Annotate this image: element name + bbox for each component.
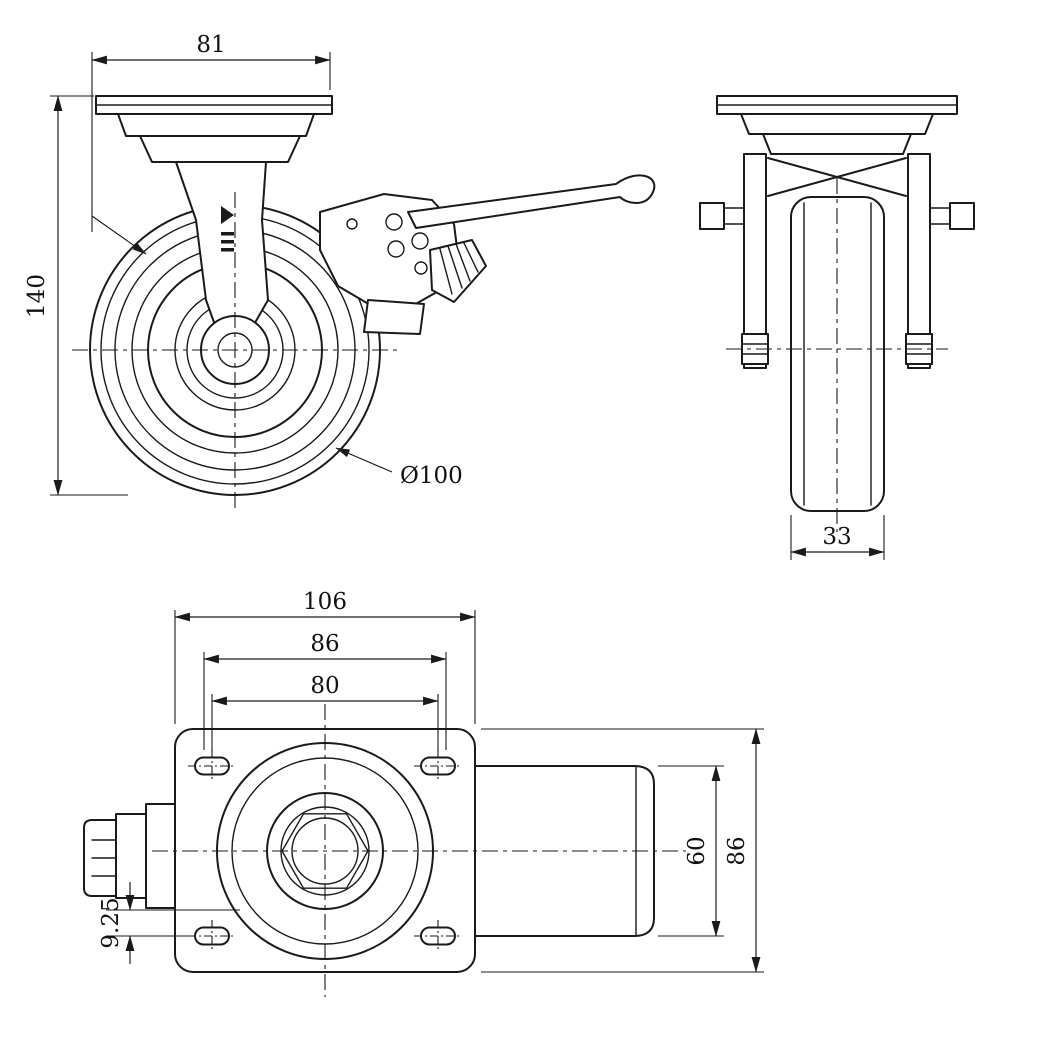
slot-centermarks [188,750,462,952]
brake-bolt-hole [411,232,429,250]
top-plate-side [716,95,958,115]
brake-bracket-plan [145,803,176,909]
dimension-wheel-width-side: 33 [790,515,885,560]
fork-gusset [767,157,907,197]
swivel-race-upper [740,113,934,135]
centerlines-front [72,192,398,512]
wheel-top-profile [469,765,655,937]
dim-label-overall-height: 140 [24,274,50,318]
dim-label-wheel-diameter: Ø100 [400,463,463,489]
fork-brand-logo [221,206,234,252]
diameter-leader-line [335,447,393,473]
dim-label-slot-outer: 86 [310,631,339,657]
brake-bolt-hole [385,213,403,231]
swivel-race-upper [117,113,315,137]
tire-leader-line [91,215,147,255]
dimension-overall-height: 140 [24,95,128,496]
bolt-slots [188,750,462,952]
brake-shoe [363,299,425,335]
swivel-fork-side [740,113,934,369]
dimension-plate-length: 106 [174,589,476,724]
dim-label-plate-width-plan: 86 [724,836,750,865]
fork-leg [175,161,269,329]
brake-lever [407,174,656,229]
dim-label-slot-offset: 9.25 [98,897,124,948]
brake-arm-plan [115,813,147,899]
dimension-wheel-diameter: Ø100 [335,447,463,489]
plan-view: 106 86 80 60 86 [83,589,764,997]
dimension-plate-width-front: 81 [91,32,331,255]
dim-label-plate-length: 106 [303,589,347,615]
brake-assembly-front [319,174,656,335]
dimension-wheel-width-plan: 60 [658,765,724,937]
swivel-race-lower [139,135,301,163]
brake-bolt-hole [414,261,428,275]
swivel-race-lower [762,133,912,155]
dimension-plate-width-plan: 86 [481,728,764,973]
brake-bolt-hole [346,218,358,230]
brake-pedal [429,239,487,303]
kingpin-bolts [699,202,975,230]
fork-leg-right [907,153,931,369]
centerlines-side [726,178,948,532]
fork-leg-left [743,153,767,369]
dimension-slot-outer: 86 [203,631,447,750]
centerlines-plan [152,704,686,997]
dimension-slot-offset: 9.25 [98,882,240,964]
top-plate-front [95,95,333,115]
dim-label-plate-width: 81 [196,32,225,58]
dim-label-slot-centers: 80 [310,673,339,699]
front-view: 81 140 Ø100 [24,32,656,512]
dim-label-wheel-width-side: 33 [822,524,851,550]
kingpin-nut-left [699,202,725,230]
dimension-slot-centers: 80 [211,673,439,752]
side-view: 33 [699,95,975,560]
dim-label-wheel-width-plan: 60 [684,836,710,865]
kingpin-nut-right [949,202,975,230]
brake-bolt-hole [387,240,405,258]
